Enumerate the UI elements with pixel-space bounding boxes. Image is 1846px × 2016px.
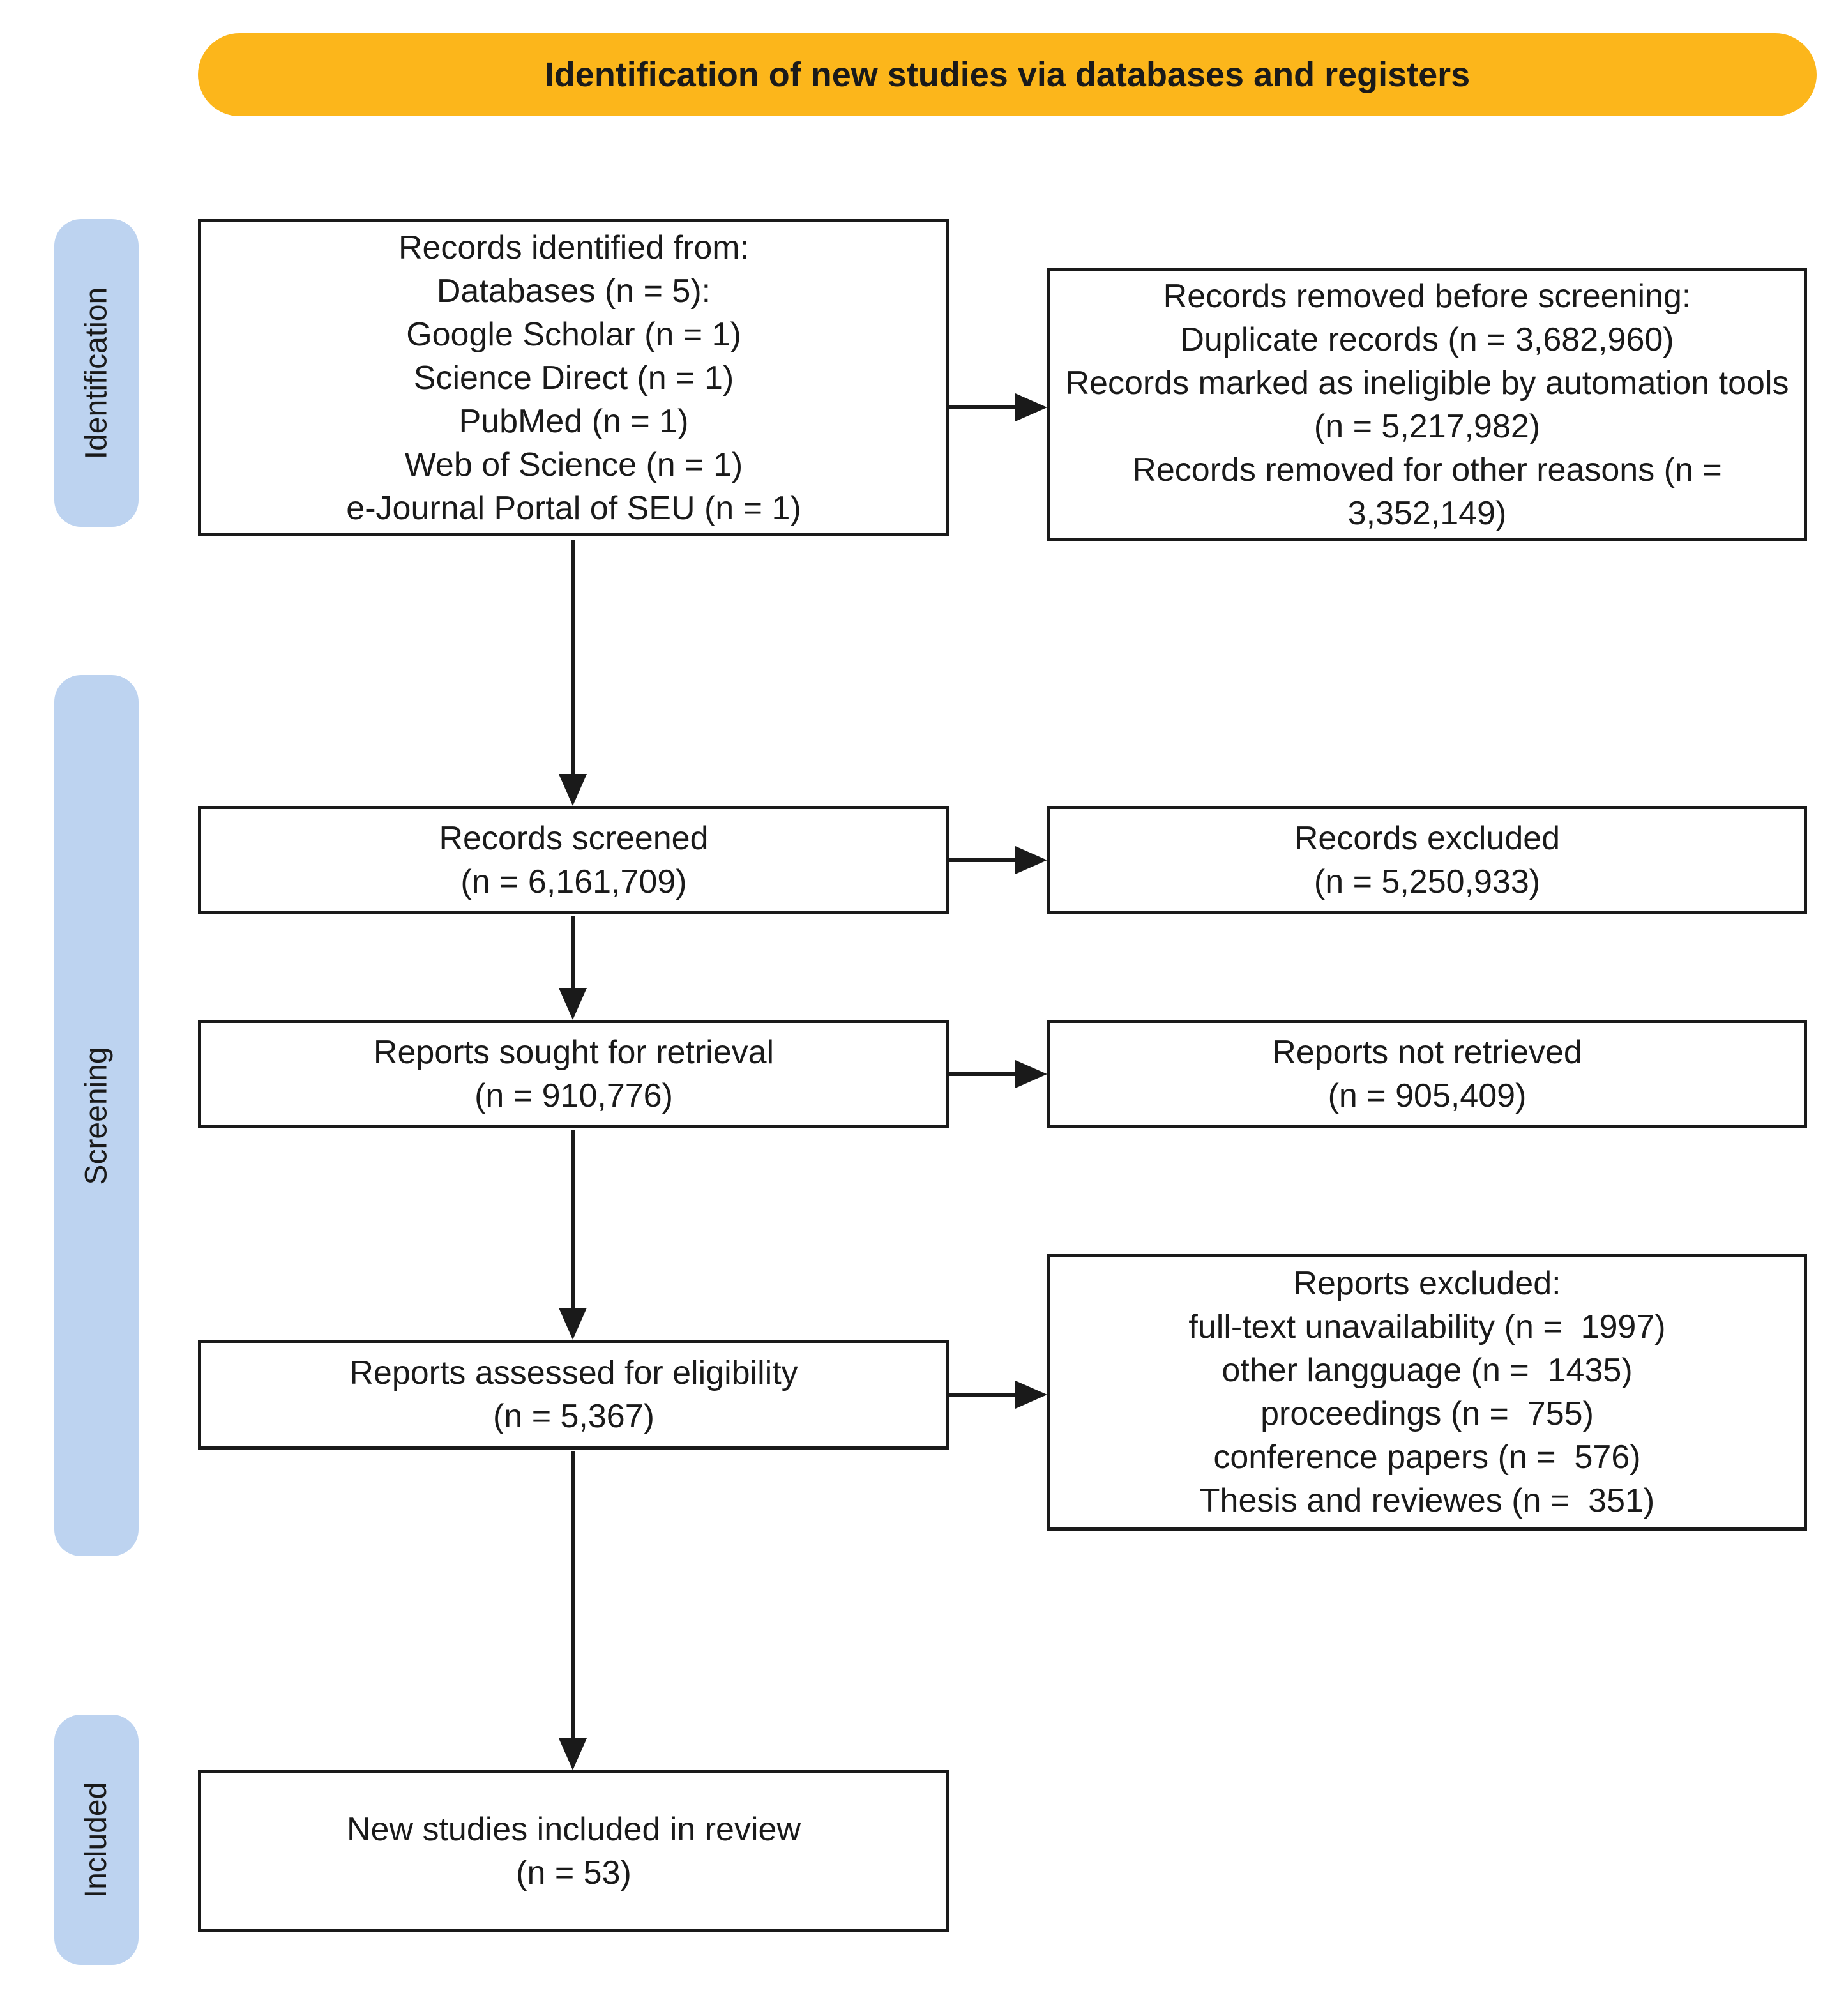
box-text-line: Reports assessed for eligibility <box>349 1354 798 1391</box>
stage-label-text: Identification <box>79 287 114 459</box>
box-text-line: Web of Science (n = 1) <box>404 446 743 483</box>
box-text-line: (n = 53) <box>516 1854 632 1891</box>
box-records-screened: Records screened (n = 6,161,709) <box>198 806 949 914</box>
box-reports-not-retrieved: Reports not retrieved (n = 905,409) <box>1047 1020 1807 1128</box>
stage-label-text: Screening <box>79 1046 114 1185</box>
box-records-excluded: Records excluded (n = 5,250,933) <box>1047 806 1807 914</box>
box-text-line: Thesis and reviewes (n = 351) <box>1199 1482 1655 1519</box>
box-text-line: Google Scholar (n = 1) <box>406 315 741 353</box>
box-records-removed-before-screening: Records removed before screening: Duplic… <box>1047 268 1807 541</box>
arrow-sought-to-assessed <box>571 1130 575 1308</box>
box-text-line: Records excluded <box>1294 820 1561 857</box>
box-text-line: Reports not retrieved <box>1272 1034 1582 1071</box>
box-text-line: other langguage (n = 1435) <box>1222 1352 1633 1389</box>
box-reports-sought: Reports sought for retrieval (n = 910,77… <box>198 1020 949 1128</box>
box-text-line: Records identified from: <box>398 229 750 266</box>
arrow-assessed-to-included <box>571 1451 575 1738</box>
box-text-line: (n = 5,250,933) <box>1313 863 1541 900</box>
box-records-identified: Records identified from: Databases (n = … <box>198 219 949 536</box>
box-text-line: (n = 905,409) <box>1328 1077 1527 1114</box>
box-reports-excluded: Reports excluded: full-text unavailabili… <box>1047 1254 1807 1531</box>
banner: Identification of new studies via databa… <box>198 33 1817 116</box>
box-text-line: Science Direct (n = 1) <box>413 359 734 397</box>
box-text-line: full-text unavailability (n = 1997) <box>1188 1308 1666 1345</box>
box-text-line: conference papers (n = 576) <box>1213 1439 1641 1476</box>
stage-label-screening: Screening <box>54 675 139 1556</box>
box-text-line: proceedings (n = 755) <box>1260 1395 1594 1432</box>
box-text-line: New studies included in review <box>346 1810 801 1848</box>
box-text-line: Reports sought for retrieval <box>373 1034 775 1071</box>
box-text-line: (n = 6,161,709) <box>460 863 687 900</box>
box-reports-assessed: Reports assessed for eligibility (n = 5,… <box>198 1340 949 1450</box>
stage-label-included: Included <box>54 1715 139 1965</box>
box-text-line: (n = 910,776) <box>474 1077 673 1114</box>
arrow-sought-to-not-retrieved <box>949 1072 1015 1076</box>
box-text-line: e-Journal Portal of SEU (n = 1) <box>346 489 801 527</box>
arrow-identified-to-removed <box>949 405 1015 409</box>
box-text-line: Records marked as ineligible by automati… <box>1065 364 1798 445</box>
box-text-line: Records removed for other reasons (n = 3… <box>1132 451 1732 532</box>
box-text-line: (n = 5,367) <box>493 1398 654 1435</box>
banner-title: Identification of new studies via databa… <box>544 56 1471 94</box>
box-new-studies-included: New studies included in review (n = 53) <box>198 1770 949 1932</box>
box-text-line: Records screened <box>439 820 709 857</box>
arrow-screened-to-sought <box>571 916 575 988</box>
box-text-line: Records removed before screening: <box>1163 277 1691 315</box>
arrow-identified-to-screened <box>571 540 575 774</box>
stage-label-text: Included <box>79 1782 114 1898</box>
box-text-line: PubMed (n = 1) <box>458 402 689 440</box>
box-text-line: Databases (n = 5): <box>436 272 711 310</box>
stage-label-identification: Identification <box>54 219 139 527</box>
box-text-line: Duplicate records (n = 3,682,960) <box>1180 321 1674 358</box>
arrow-screened-to-excluded <box>949 858 1015 862</box>
box-text-line: Reports excluded: <box>1293 1265 1561 1302</box>
arrow-assessed-to-reports-excluded <box>949 1393 1015 1397</box>
